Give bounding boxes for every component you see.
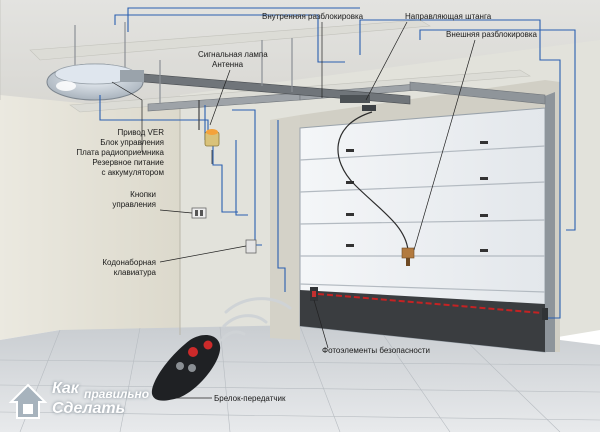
sectional-door (299, 92, 555, 353)
label-remote: Брелок-передатчик (214, 394, 286, 403)
label-control-buttons-1: Кнопки (130, 190, 156, 199)
wire-lamp (212, 140, 223, 210)
wire-loop (232, 109, 262, 246)
drive-motor (46, 63, 144, 101)
release-cord (337, 111, 415, 266)
label-drive-line-4: Резервное питание (92, 158, 164, 167)
wire-ceiling-1 (114, 14, 345, 63)
leader-lines (111, 21, 476, 399)
signal-lamp (204, 129, 220, 164)
wire-buttons (221, 210, 238, 213)
wire-keypad (235, 140, 248, 216)
photo-beam (317, 293, 543, 314)
floor-tiles (0, 325, 600, 432)
label-drive-line-1: Привод VER (117, 128, 164, 137)
label-control-buttons-2: управления (112, 200, 156, 209)
label-inner-release: Внутренняя разблокировка (262, 12, 364, 21)
house-icon (8, 383, 48, 419)
wire-photocell-left (277, 120, 286, 292)
site-logo: Как правильно Сделать (8, 378, 168, 428)
wire-top-right (419, 29, 576, 231)
wire-ceiling-3 (359, 19, 561, 310)
floor (0, 325, 600, 432)
label-guide-rail: Направляющая штанга (405, 12, 492, 21)
door-handles (346, 141, 488, 252)
logo-word-2: правильно (84, 387, 150, 401)
remote-fob (151, 335, 221, 401)
label-antenna: Антенна (212, 60, 244, 69)
label-photocells: Фотоэлементы безопасности (322, 346, 430, 355)
radio-waves (220, 297, 292, 342)
carriage (340, 95, 370, 103)
wiring (99, 7, 576, 319)
wire-photocell-right (548, 310, 561, 319)
label-outer-release: Внешняя разблокировка (446, 30, 537, 39)
door-panels (299, 145, 546, 293)
logo-word-3: Сделать (52, 400, 126, 417)
hangers (74, 22, 293, 104)
label-drive-line-2: Блок управления (100, 138, 164, 147)
keypad (245, 239, 257, 254)
label-keypad-2: клавиатура (113, 268, 156, 277)
label-drive-line-5: с аккумулятором (101, 168, 164, 177)
logo-word-1: Как (52, 380, 79, 397)
label-drive-line-3: Плата радиоприемника (76, 148, 164, 157)
label-keypad-1: Кодонаборная (102, 258, 156, 267)
photocells (310, 287, 548, 320)
control-buttons-box (191, 207, 207, 219)
label-signal-lamp: Сигнальная лампа (198, 50, 268, 59)
left-wall (0, 95, 180, 340)
wire-ceiling-2 (127, 7, 360, 32)
